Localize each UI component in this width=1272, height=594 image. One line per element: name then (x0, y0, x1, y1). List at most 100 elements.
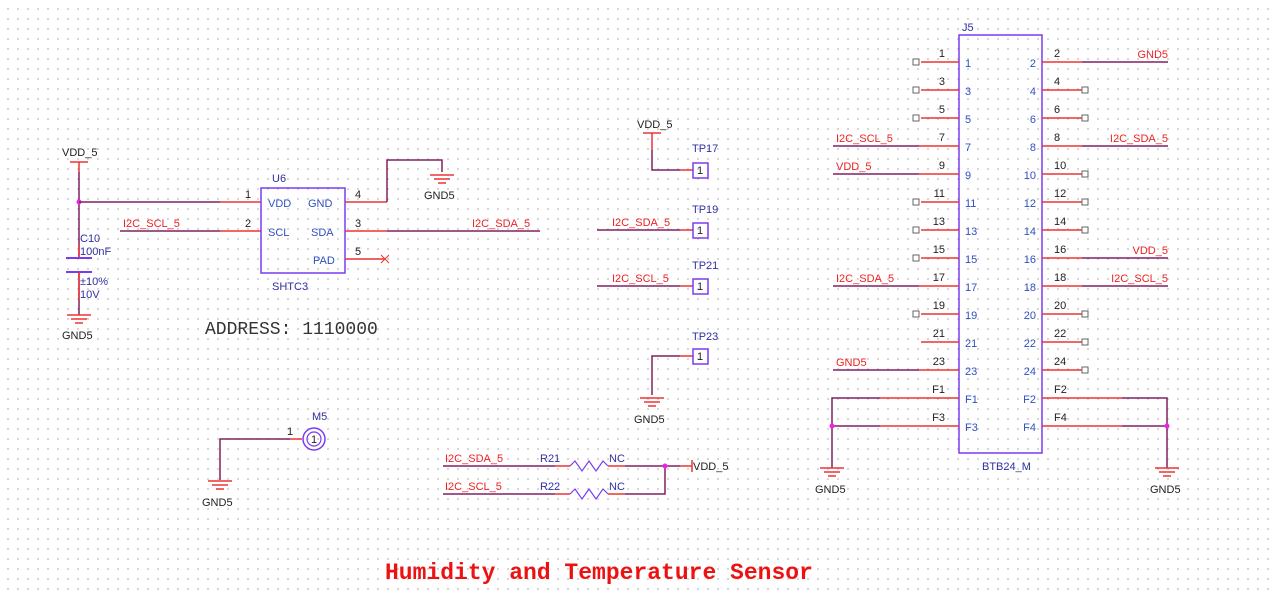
j5-pin-num: 6 (1054, 104, 1060, 116)
u6-pin-num: 1 (245, 189, 251, 201)
tp21[interactable]: I2C_SCL_5 1 TP21 (597, 260, 718, 295)
j5-pin-num: F4 (1054, 412, 1067, 424)
j5-pin-name: 22 (1024, 338, 1036, 350)
j5-pin-name: 17 (965, 282, 977, 294)
pullup-wire (625, 466, 666, 495)
u6-pin-name: SDA (311, 227, 334, 239)
open-pin-icon (1081, 198, 1089, 206)
c10-capacitor[interactable]: VDD_5 C10 100nF ±10% 10V GND5 (62, 147, 111, 342)
m5-mounting-hole[interactable]: 1 1 M5 GND5 (202, 411, 327, 509)
tp17[interactable]: VDD_5 1 TP17 (637, 119, 718, 179)
tp23-wire (651, 355, 680, 395)
scl-net-label: I2C_SCL_5 (445, 481, 502, 493)
u6-pin-num: 2 (245, 218, 251, 230)
j5-pin-num: F3 (932, 412, 945, 424)
j5-pin-num: 8 (1054, 132, 1060, 144)
c10-ref: C10 (80, 233, 100, 245)
j5-pin-name: 24 (1024, 366, 1036, 378)
m5-ref: M5 (312, 411, 327, 423)
r22-value: NC (609, 481, 625, 493)
j5-pin-name: 18 (1024, 282, 1036, 294)
gnd-label: GND5 (202, 497, 233, 509)
j5-pin-name: F1 (965, 394, 978, 406)
j5-pin-name: 1 (965, 58, 971, 70)
j5-pin-name: 20 (1024, 310, 1036, 322)
j5-pin-num: 4 (1054, 76, 1060, 88)
resistor-icon (569, 487, 609, 501)
address-note: ADDRESS: 1110000 (205, 320, 378, 340)
u6-ref: U6 (272, 173, 286, 185)
open-pin-icon (1081, 114, 1089, 122)
tp17-wire (651, 150, 680, 171)
j5-net-label: I2C_SDA_5 (836, 273, 894, 285)
j5-net-label: I2C_SCL_5 (836, 133, 893, 145)
j5-pin-num: 18 (1054, 272, 1066, 284)
j5-pin-num: 9 (939, 160, 945, 172)
tp19-ref: TP19 (692, 204, 718, 216)
sda-net-label: I2C_SDA_5 (612, 217, 670, 229)
m5-wire (219, 438, 290, 480)
j5-pin-name: F4 (1023, 422, 1036, 434)
r21-ref: R21 (540, 453, 560, 465)
j5-pin-num: 23 (933, 356, 945, 368)
open-pin-icon (1081, 366, 1089, 374)
j5-pin-num: 2 (1054, 48, 1060, 60)
r21-value: NC (609, 453, 625, 465)
j5-part: BTB24_M (982, 461, 1031, 473)
j5-pin-name: F2 (1023, 394, 1036, 406)
j5-pin-num: F1 (932, 384, 945, 396)
open-pin-icon (912, 310, 920, 318)
j5-pin-name: F3 (965, 422, 978, 434)
j5-pin-num: 14 (1054, 216, 1066, 228)
j5-pin-num: 24 (1054, 356, 1066, 368)
gnd-label: GND5 (815, 484, 846, 496)
u6-pin-name: SCL (268, 227, 289, 239)
m5-pin-num: 1 (287, 426, 293, 438)
tp19[interactable]: I2C_SDA_5 1 TP19 (597, 204, 718, 239)
open-pin-icon (1081, 310, 1089, 318)
u6-pin-num: 5 (355, 246, 361, 258)
j5-pin-name: 21 (965, 338, 977, 350)
tp21-ref: TP21 (692, 260, 718, 272)
scl-net-label: I2C_SCL_5 (123, 218, 180, 230)
shield-gnd-wire-right (1122, 397, 1168, 468)
tp-pin-num: 1 (697, 165, 703, 177)
open-pin-icon (1081, 170, 1089, 178)
j5-pin-name: 9 (965, 170, 971, 182)
u6-part: SHTC3 (272, 281, 308, 293)
tp-pin-num: 1 (697, 225, 703, 237)
j5-pin-num: 12 (1054, 188, 1066, 200)
j5-pin-num: 10 (1054, 160, 1066, 172)
gnd-symbol (430, 174, 454, 184)
j5-pin-name: 23 (965, 366, 977, 378)
j5-pin-name: 10 (1024, 170, 1036, 182)
gnd-label: GND5 (634, 414, 665, 426)
testpoint-pad-icon (692, 348, 709, 365)
u6-shtc3[interactable]: I2C_SCL_5 U6 SHTC3 1 VDD 2 SCL 4 GND 3 S… (79, 159, 540, 293)
no-connect-icon (380, 254, 390, 264)
j5-pin-num: 21 (933, 328, 945, 340)
testpoint-pad-icon (692, 222, 709, 239)
j5-pin-num: 11 (934, 188, 945, 200)
gnd-label: GND5 (424, 190, 455, 202)
j5-body (958, 34, 1043, 454)
tp23[interactable]: 1 TP23 GND5 (634, 331, 718, 426)
vdd-power-label: VDD_5 (62, 147, 97, 159)
sheet-title: Humidity and Temperature Sensor (385, 560, 813, 586)
pullup-resistors[interactable]: VDD_5 I2C_SDA_5 R21 NC I2C_SCL_5 R22 NC (443, 453, 728, 501)
j5-ref: J5 (962, 22, 974, 34)
open-pin-icon (1081, 226, 1089, 234)
j5-pin-num: 20 (1054, 300, 1066, 312)
gnd-symbol (208, 480, 232, 490)
scl-net-label: I2C_SCL_5 (612, 273, 669, 285)
shield-gnd-wire-left (831, 397, 880, 468)
junction-dot (1164, 423, 1170, 429)
j5-net-label: GND5 (836, 357, 867, 369)
j5-net-label: VDD_5 (836, 161, 871, 173)
gnd-symbol (1155, 467, 1179, 477)
j5-pin-num: F2 (1054, 384, 1067, 396)
junction-dot (829, 423, 835, 429)
